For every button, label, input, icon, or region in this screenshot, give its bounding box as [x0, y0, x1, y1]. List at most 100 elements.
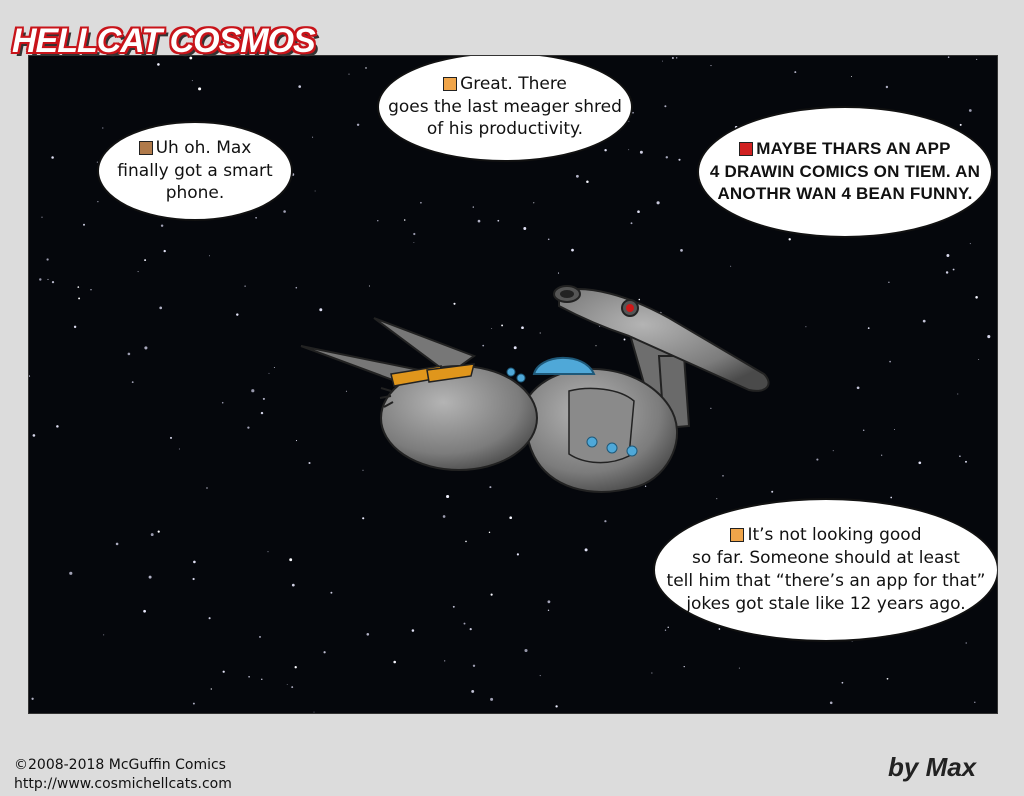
star: [178, 448, 180, 450]
star: [262, 397, 265, 400]
star: [148, 575, 152, 579]
star: [946, 254, 950, 257]
star: [330, 591, 333, 594]
star: [490, 697, 494, 701]
star: [716, 498, 718, 500]
star: [248, 675, 250, 678]
star: [137, 271, 139, 273]
star: [547, 238, 550, 241]
star: [308, 461, 311, 465]
comic-panel: Uh oh. Max finally got a smart phone. Gr…: [28, 55, 998, 714]
star: [259, 635, 261, 638]
star: [143, 609, 146, 613]
star: [881, 454, 883, 456]
author-byline: by Max: [888, 752, 977, 782]
star: [571, 248, 574, 252]
star: [771, 490, 774, 493]
star: [377, 220, 379, 222]
star: [131, 381, 134, 383]
star: [662, 60, 663, 62]
star: [738, 667, 740, 669]
star: [595, 345, 597, 347]
star: [957, 393, 959, 395]
star: [365, 67, 367, 69]
star: [491, 327, 493, 329]
star: [678, 158, 681, 161]
star: [291, 583, 295, 587]
star: [366, 633, 370, 636]
star: [665, 156, 669, 159]
star: [83, 223, 85, 226]
star: [268, 372, 270, 374]
star: [497, 219, 500, 222]
star: [710, 65, 712, 67]
star: [959, 123, 962, 126]
star: [267, 551, 269, 553]
star: [453, 302, 456, 305]
star: [255, 216, 257, 219]
star: [29, 375, 31, 378]
star: [208, 255, 210, 257]
star: [637, 210, 640, 214]
orange-cat-avatar-icon: [730, 528, 745, 543]
site-url[interactable]: http://www.cosmichellcats.com: [14, 776, 232, 792]
star: [273, 366, 275, 369]
star: [298, 85, 302, 88]
star: [69, 571, 73, 575]
star: [890, 496, 893, 499]
footer-credits: ©2008-2018 McGuffin Comics http://www.co…: [14, 756, 232, 794]
star: [965, 642, 967, 644]
star: [477, 219, 481, 223]
star: [31, 697, 34, 700]
star: [523, 227, 527, 230]
star: [251, 389, 255, 393]
star: [323, 651, 326, 654]
star: [539, 332, 541, 334]
star: [557, 272, 560, 274]
star: [206, 487, 208, 489]
bubble-text-3: MAYBE THARS AN APP 4 DRAWIN COMICS ON TI…: [709, 138, 981, 204]
star: [667, 626, 669, 628]
star: [294, 666, 297, 669]
star: [295, 286, 298, 289]
star: [465, 540, 467, 543]
star: [555, 705, 558, 708]
star: [51, 281, 55, 284]
star: [794, 71, 797, 74]
star: [102, 127, 104, 129]
star: [472, 206, 474, 208]
star: [584, 548, 588, 552]
star: [628, 149, 630, 151]
star: [656, 201, 660, 205]
star: [841, 681, 844, 684]
star: [283, 210, 286, 213]
star: [974, 701, 976, 704]
star: [922, 319, 926, 323]
star: [683, 665, 685, 668]
star: [710, 407, 712, 409]
star: [208, 617, 211, 620]
star: [362, 517, 365, 520]
star: [862, 429, 865, 431]
star: [586, 180, 589, 184]
star: [516, 553, 519, 556]
star: [312, 136, 314, 138]
star: [547, 609, 550, 611]
star: [192, 702, 195, 705]
star: [210, 688, 212, 690]
star: [403, 219, 406, 221]
star: [144, 346, 148, 350]
star: [832, 450, 834, 452]
star: [313, 711, 315, 713]
bubble-text-2: Great. There goes the last meager shred …: [388, 73, 622, 140]
star: [945, 271, 949, 274]
star: [291, 686, 294, 689]
brunette-cat-avatar-icon: [138, 140, 153, 155]
star: [623, 338, 626, 341]
star: [888, 281, 890, 283]
star: [78, 297, 81, 300]
star: [651, 672, 653, 674]
star: [630, 222, 633, 225]
star: [345, 390, 347, 392]
star: [524, 648, 528, 653]
